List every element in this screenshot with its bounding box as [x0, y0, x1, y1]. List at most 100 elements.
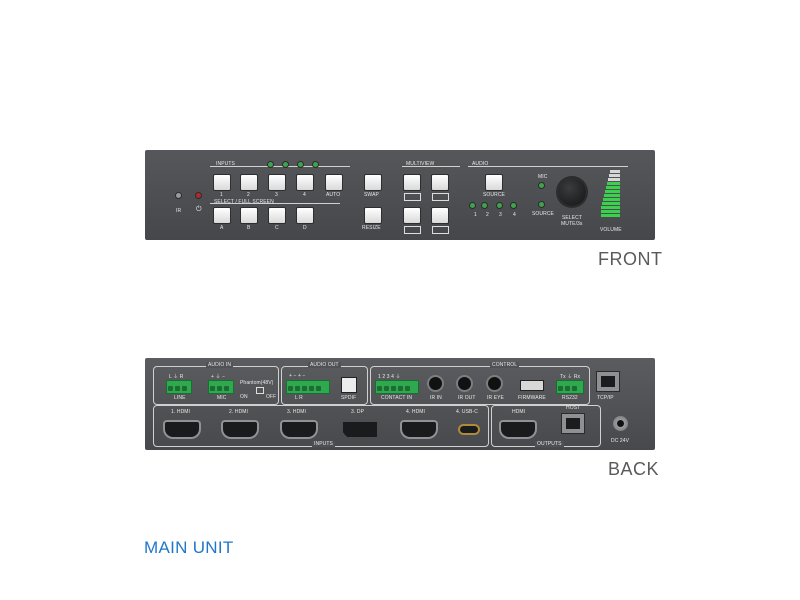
multiview-layout-2-button[interactable] [432, 175, 448, 190]
audio-led-1 [470, 203, 475, 208]
multiview-section-label: MULTIVIEW [406, 161, 435, 167]
resize-button[interactable] [365, 208, 381, 223]
select-section-line [210, 203, 340, 204]
auto-button-label: AUTO [326, 192, 341, 198]
line-terminal [166, 380, 192, 394]
select-button-d-label: D [303, 225, 307, 231]
input-button-4[interactable] [297, 175, 313, 190]
front-caption: FRONT [598, 249, 663, 269]
inputs-section-line [210, 166, 350, 167]
swap-label: SWAP [364, 192, 379, 198]
phantom-on-label: ON [240, 394, 248, 400]
audio-in-label: AUDIO IN [206, 362, 234, 368]
line-pins-label: L ⏚ R [169, 374, 184, 380]
input-button-4-label: 4 [303, 192, 306, 198]
phantom-label: Phantom(48V) [240, 380, 274, 386]
phantom-switch[interactable] [256, 387, 264, 394]
audio-out-terminal [286, 380, 330, 394]
contact-terminal [375, 380, 419, 394]
ir-eye-label: IR EYE [487, 395, 504, 401]
audio-led-2 [482, 203, 487, 208]
input-button-2-label: 2 [247, 192, 250, 198]
multiview-layout-4-icon [432, 226, 449, 234]
control-label: CONTROL [490, 362, 520, 368]
mic-label: MIC [538, 174, 548, 180]
hdmi-out-label: HDMI [512, 409, 526, 415]
multiview-layout-4-button[interactable] [432, 208, 448, 223]
input-button-1-label: 1 [220, 192, 223, 198]
main-unit-caption: MAIN UNIT [144, 538, 234, 557]
select-button-d[interactable] [297, 208, 313, 223]
inputs-label: INPUTS [312, 441, 335, 447]
contact-in-label: CONTACT IN [381, 395, 413, 401]
input-led-1 [268, 162, 273, 167]
dp-in-port [343, 422, 377, 437]
select-button-b-label: B [247, 225, 251, 231]
ir-out-jack [458, 377, 471, 390]
tcpip-port [596, 371, 620, 392]
input-port-label-1: 1. HDMI [171, 409, 191, 415]
audio-source-button[interactable] [486, 175, 502, 190]
dc-jack [613, 416, 628, 431]
select-button-c[interactable] [269, 208, 285, 223]
source-led [539, 202, 544, 207]
hdmi-in-4-port [402, 422, 436, 437]
ir-in-jack [429, 377, 442, 390]
source-label: SOURCE [532, 211, 554, 217]
multiview-layout-2-icon [432, 193, 449, 201]
tcpip-label: TCP/IP [597, 395, 614, 401]
mic-terminal [208, 380, 234, 394]
outputs-label: OUTPUTS [535, 441, 564, 447]
phantom-off-label: OFF [266, 394, 277, 400]
swap-button[interactable] [365, 175, 381, 190]
spdif-port [341, 377, 357, 393]
volume-label: VOLUME [600, 227, 622, 233]
input-led-4 [313, 162, 318, 167]
out-lr-label: L R [295, 395, 303, 401]
hdmi-in-1-port [165, 422, 199, 437]
input-port-label-4: 3. DP [351, 409, 365, 415]
input-button-3-label: 3 [275, 192, 278, 198]
multiview-layout-3-icon [404, 226, 421, 234]
input-button-2[interactable] [241, 175, 257, 190]
select-mute-label-2: MUTE/3s [561, 221, 583, 227]
dc-label: DC 24V [611, 438, 630, 444]
back-caption: BACK [608, 459, 660, 479]
ir-eye-jack [488, 377, 501, 390]
audio-source-label: SOURCE [483, 192, 505, 198]
audio-channel-4: 4 [513, 212, 516, 218]
select-button-b[interactable] [241, 208, 257, 223]
input-port-label-3: 3. HDMI [287, 409, 307, 415]
multiview-layout-1-button[interactable] [404, 175, 420, 190]
out-pins-label: + − + − [289, 373, 306, 379]
input-button-1[interactable] [214, 175, 230, 190]
select-button-a[interactable] [214, 208, 230, 223]
usbc-in-port [460, 426, 478, 433]
hdmi-in-3-port [282, 422, 316, 437]
volume-knob[interactable] [558, 178, 586, 206]
select-section-label: SELECT / FULL SCREEN [214, 199, 274, 205]
multiview-section-line [402, 166, 460, 167]
rs232-label: RS232 [562, 395, 578, 401]
firmware-usb-port [520, 380, 544, 391]
select-button-c-label: C [275, 225, 279, 231]
input-button-3[interactable] [269, 175, 285, 190]
audio-channel-1: 1 [474, 212, 477, 218]
firmware-label: FIRMWARE [518, 395, 546, 401]
rs232-terminal [556, 380, 584, 394]
select-mute-label: SELECT [562, 215, 583, 221]
spdif-label: SPDIF [341, 395, 357, 401]
ir-led [176, 193, 181, 198]
audio-led-4 [511, 203, 516, 208]
mic-pins-label: + ⏚ − [211, 374, 226, 380]
multiview-layout-3-button[interactable] [404, 208, 420, 223]
hdmi-in-2-port [223, 422, 257, 437]
auto-button[interactable] [326, 175, 342, 190]
input-port-label-2: 2. HDMI [229, 409, 249, 415]
audio-section-label: AUDIO [472, 161, 489, 167]
rs232-pins-label: Tx ⏚ Rx [560, 374, 581, 380]
host-port [561, 413, 585, 434]
power-led [196, 193, 201, 198]
audio-channel-3: 3 [499, 212, 502, 218]
contact-pins-label: 1 2 3 4 ⏚ [378, 374, 401, 380]
